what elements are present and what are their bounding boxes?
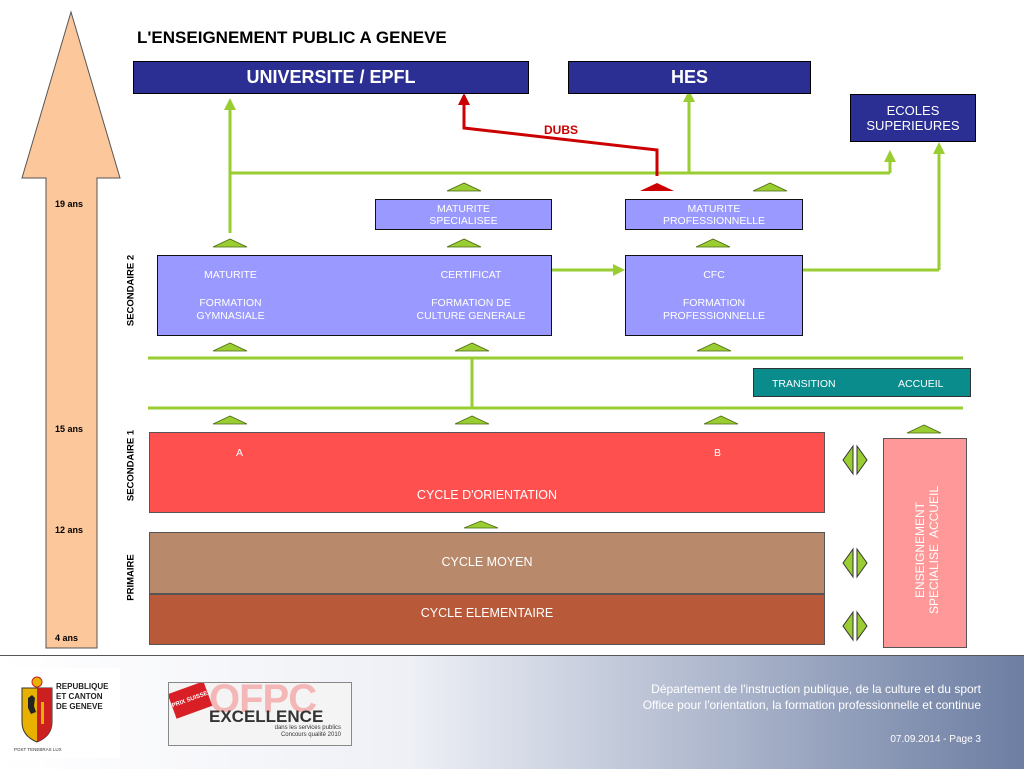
- age-12: 12 ans: [55, 525, 84, 535]
- sec2-gymnasiale-label: GYMNASIALE: [196, 310, 265, 322]
- level-primaire: PRIMAIRE: [125, 554, 137, 601]
- office-text: Office pour l'orientation, la formation …: [642, 698, 981, 712]
- ecoles-line-1: ECOLES: [886, 103, 940, 118]
- sec2-formation-de-label: FORMATION DE: [431, 297, 511, 309]
- mat-spec-line-1: MATURITE: [437, 202, 490, 215]
- age-19: 19 ans: [55, 199, 84, 209]
- cycle-elementaire-label: CYCLE ELEMENTAIRE: [420, 605, 554, 620]
- prix-suisse-badge: PRIX SUISSE: [169, 683, 213, 719]
- date-page-text: 07.09.2014 - Page 3: [890, 734, 981, 745]
- excellence-logo: OFPC PRIX SUISSE EXCELLENCE dans les ser…: [168, 682, 352, 746]
- mat-pro-line-2: PROFESSIONNELLE: [662, 214, 766, 227]
- department-text: Département de l'instruction publique, d…: [651, 682, 981, 696]
- ecoles-superieures-box: ECOLES SUPERIEURES: [850, 94, 976, 142]
- age-4: 4 ans: [55, 633, 79, 643]
- sec2-professional-box: CFC FORMATION PROFESSIONNELLE: [625, 255, 803, 336]
- green-arrowheads: [224, 90, 945, 276]
- maturite-specialisee-box: MATURITE SPECIALISEE: [375, 199, 552, 230]
- diagram-canvas: [21, 10, 963, 649]
- accueil-label: ACCUEIL: [898, 378, 944, 390]
- ofpc-watermark: OFPC: [209, 682, 317, 721]
- footer: REPUBLIQUE ET CANTON DE GENEVE POST TENE…: [0, 655, 1024, 769]
- excellence-sub-2: Concours qualité 2010: [280, 732, 341, 738]
- canton-line-3: DE GENEVE: [56, 702, 103, 711]
- sec2-general-box: MATURITE FORMATION GYMNASIALE CERTIFICAT…: [157, 255, 552, 336]
- ecoles-line-2: SUPERIEURES: [866, 118, 960, 133]
- dubs-triangle: [640, 183, 674, 191]
- universite-label: UNIVERSITE / EPFL: [246, 67, 416, 87]
- enseignement-line-2: SPECIALISE ACCUEIL: [927, 485, 941, 615]
- enseignement-line-1: ENSEIGNEMENT: [913, 502, 927, 599]
- cycle-moyen-box: CYCLE MOYEN: [149, 532, 825, 594]
- sec2-pro-formation-label: FORMATION: [682, 297, 746, 309]
- page-title: L'ENSEIGNEMENT PUBLIC A GENEVE: [137, 28, 447, 47]
- excellence-subtext: dans les services publics Concours quali…: [261, 725, 341, 739]
- cycle-moyen-label: CYCLE MOYEN: [441, 555, 533, 569]
- motto: POST TENEBRAS LUX: [14, 747, 62, 752]
- sec2-culture-generale-label: CULTURE GENERALE: [416, 310, 526, 322]
- sec2-professionnelle-label: PROFESSIONNELLE: [662, 310, 766, 322]
- sec2-cfc-label: CFC: [703, 269, 725, 281]
- level-triangles: [212, 182, 942, 529]
- canton-line-1: REPUBLIQUE: [56, 682, 109, 691]
- geneve-coat-of-arms-icon: [21, 676, 53, 743]
- dubs-connector: [462, 100, 659, 176]
- cycle-elementaire-box: CYCLE ELEMENTAIRE: [149, 594, 825, 645]
- excellence-text: EXCELLENCE: [209, 707, 324, 726]
- double-arrows: [842, 444, 868, 642]
- cycle-orientation-box: A B CYCLE D'ORIENTATION: [149, 432, 825, 513]
- maturite-professionnelle-box: MATURITE PROFESSIONNELLE: [625, 199, 803, 230]
- level-secondaire-1: SECONDAIRE 1: [125, 429, 137, 502]
- sec2-certificat-label: CERTIFICAT: [440, 269, 502, 281]
- age-15: 15 ans: [55, 424, 84, 434]
- level-secondaire-2: SECONDAIRE 2: [125, 254, 137, 327]
- geneve-logo: REPUBLIQUE ET CANTON DE GENEVE POST TENE…: [10, 668, 120, 758]
- canton-line-2: ET CANTON: [56, 692, 103, 701]
- mat-pro-line-1: MATURITE: [687, 202, 741, 215]
- transition-accueil-box: TRANSITION ACCUEIL: [753, 368, 971, 397]
- excellence-sub-1: dans les services publics: [274, 725, 341, 731]
- hes-box: HES: [568, 61, 811, 94]
- mat-spec-line-2: SPECIALISEE: [429, 214, 498, 227]
- sec2-formation-label: FORMATION: [199, 297, 262, 309]
- canton-text: REPUBLIQUE ET CANTON DE GENEVE: [56, 682, 108, 712]
- sec2-maturite-label: MATURITE: [204, 269, 257, 281]
- hes-label: HES: [670, 67, 708, 87]
- age-arrow: [21, 10, 121, 649]
- co-a-label: A: [236, 447, 244, 459]
- enseignement-specialise-box: ENSEIGNEMENT SPECIALISE ACCUEIL: [883, 438, 967, 648]
- universite-box: UNIVERSITE / EPFL: [133, 61, 529, 94]
- co-label: CYCLE D'ORIENTATION: [416, 488, 558, 502]
- dubs-label: DUBS: [544, 123, 579, 137]
- co-b-label: B: [714, 447, 722, 459]
- enseignement-label: ENSEIGNEMENT SPECIALISE ACCUEIL: [913, 450, 941, 650]
- green-connectors: [148, 97, 963, 410]
- transition-label: TRANSITION: [772, 378, 836, 390]
